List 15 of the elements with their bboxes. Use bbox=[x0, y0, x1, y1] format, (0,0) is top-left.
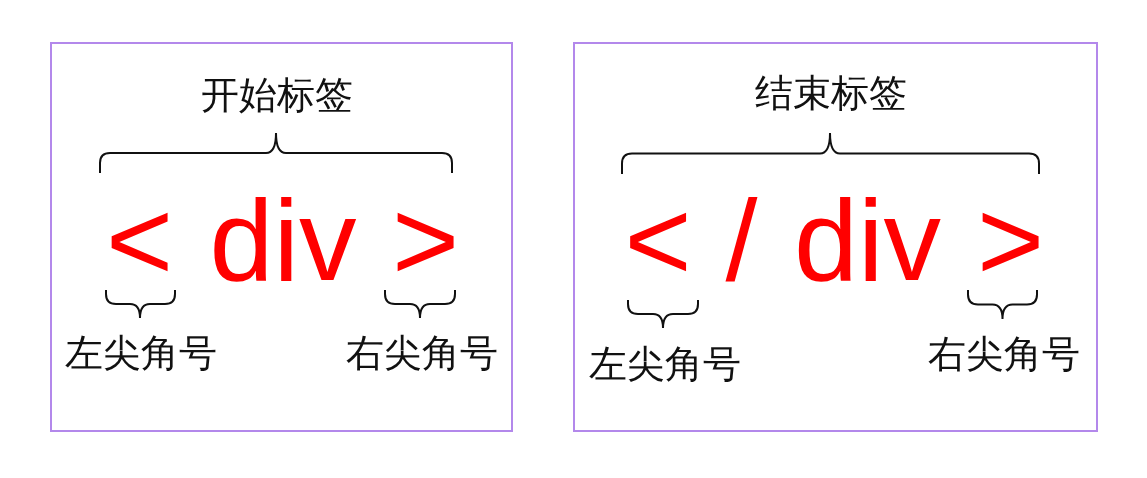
tag-name: div bbox=[794, 183, 941, 298]
code-symbol: / bbox=[725, 183, 758, 298]
code-symbol: < bbox=[106, 183, 174, 298]
panel-heading: 结束标签 bbox=[754, 74, 907, 112]
brace-caption: 左尖角号 bbox=[588, 345, 741, 383]
tag-name: div bbox=[209, 183, 357, 298]
brace-caption: 右尖角号 bbox=[345, 334, 498, 372]
brace-caption: 左尖角号 bbox=[64, 334, 217, 372]
code-symbol: < bbox=[624, 183, 692, 298]
tag-panel bbox=[50, 42, 513, 432]
panel-heading: 开始标签 bbox=[201, 76, 353, 114]
code-symbol: > bbox=[977, 183, 1045, 298]
tag-panel bbox=[573, 42, 1098, 432]
brace-caption: 右尖角号 bbox=[927, 335, 1080, 373]
code-symbol: > bbox=[392, 183, 460, 298]
